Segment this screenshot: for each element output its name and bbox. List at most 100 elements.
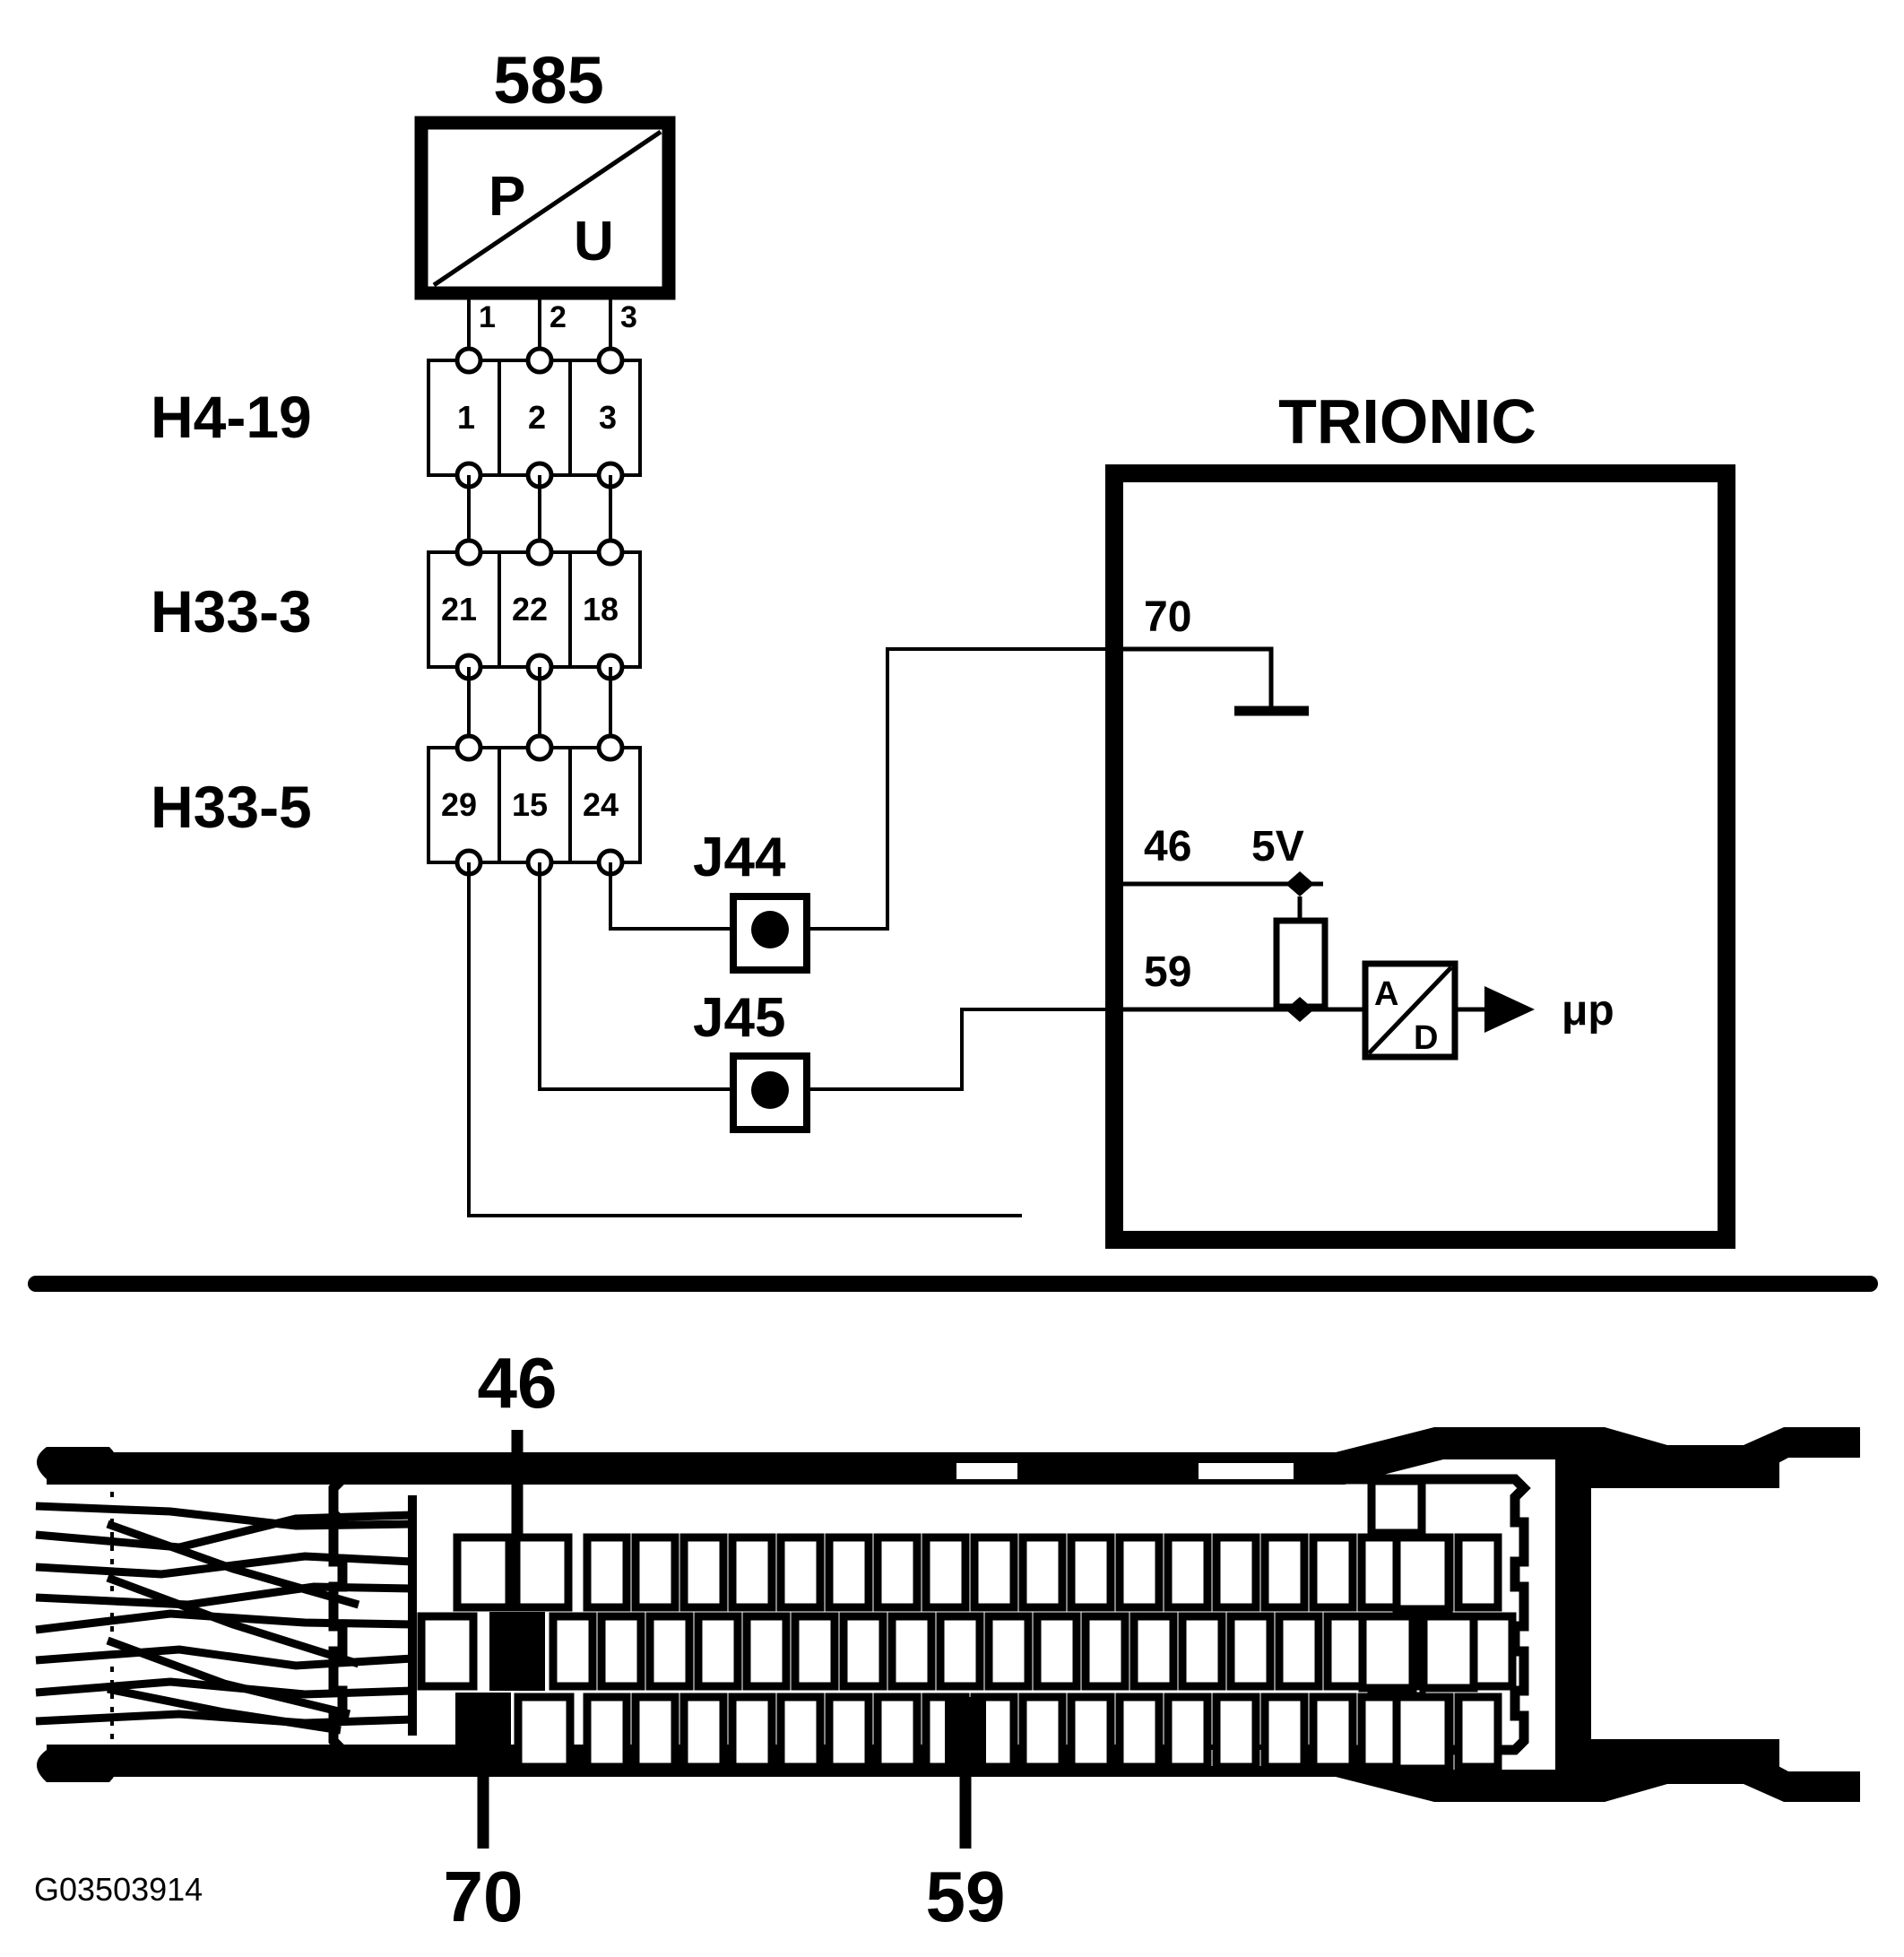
cavity-r0-c8[interactable] bbox=[970, 1533, 1018, 1612]
cavity-r2-c14[interactable] bbox=[1260, 1693, 1309, 1771]
connector-h33-5-pin-1: 29 bbox=[441, 786, 477, 823]
cavity-r1-c5[interactable] bbox=[791, 1612, 839, 1691]
cavity-r1-c6[interactable] bbox=[839, 1612, 887, 1691]
cavity-large-row0-b bbox=[512, 1533, 573, 1612]
cavity-r1-c13[interactable] bbox=[1178, 1612, 1226, 1691]
splice-j45-dot bbox=[751, 1071, 789, 1109]
cavity-r0-c10[interactable] bbox=[1067, 1533, 1115, 1612]
cavity-r2-c15[interactable] bbox=[1309, 1693, 1357, 1771]
cavity-r2-c13[interactable] bbox=[1212, 1693, 1260, 1771]
cavity-r0-c5[interactable] bbox=[825, 1533, 873, 1612]
cavity-r2-c9[interactable] bbox=[1018, 1693, 1067, 1771]
ecu-title: TRIONIC bbox=[1278, 386, 1536, 456]
connector-h33-5: H33-5 29 15 24 bbox=[151, 733, 642, 877]
connector-h4-19-terminal-top-3 bbox=[596, 346, 625, 375]
callout-label-46: 46 bbox=[478, 1343, 558, 1423]
cavity-r2-c1[interactable] bbox=[631, 1693, 679, 1771]
rail-notch-top-2 bbox=[953, 1459, 1021, 1483]
cavity-r1-c4[interactable] bbox=[742, 1612, 791, 1691]
connector-h33-3: H33-3 21 22 18 bbox=[151, 538, 642, 681]
cavity-r1-c2[interactable] bbox=[645, 1612, 694, 1691]
cavity-r2-c4[interactable] bbox=[776, 1693, 825, 1771]
cavity-r1-c3[interactable] bbox=[694, 1612, 742, 1691]
cavity-r1-c0[interactable] bbox=[549, 1612, 597, 1691]
cavity-r2-c11[interactable] bbox=[1115, 1693, 1164, 1771]
cavity-r2-c18[interactable] bbox=[1454, 1693, 1502, 1771]
cavity-r1-c14[interactable] bbox=[1226, 1612, 1275, 1691]
cavity-r2-c6[interactable] bbox=[873, 1693, 922, 1771]
cavity-r1-c8[interactable] bbox=[936, 1612, 984, 1691]
cavity-r1-c10[interactable] bbox=[1033, 1612, 1081, 1691]
splice-j45-label: J45 bbox=[693, 987, 785, 1049]
cavity-r1-c15[interactable] bbox=[1275, 1612, 1323, 1691]
cavity-r0-c11[interactable] bbox=[1115, 1533, 1164, 1612]
splice-j45-box bbox=[730, 1052, 810, 1133]
cavity-filled-pin-59[interactable] bbox=[945, 1697, 986, 1767]
cavity-r2-c10[interactable] bbox=[1067, 1693, 1115, 1771]
connector-h4-19-terminal-top-2 bbox=[525, 346, 554, 375]
cavity-r0-c13[interactable] bbox=[1212, 1533, 1260, 1612]
connector-h33-5-terminal-top-2 bbox=[525, 733, 554, 762]
cavity-r1-c7[interactable] bbox=[887, 1612, 936, 1691]
cavity-filled-pin-70[interactable] bbox=[455, 1693, 511, 1771]
connector-h33-3-body bbox=[427, 550, 642, 669]
splice-j44-label: J44 bbox=[693, 827, 786, 888]
adc-block: A D bbox=[1362, 960, 1458, 1061]
splice-j44-dot bbox=[751, 911, 789, 948]
cavity-r1-c9[interactable] bbox=[984, 1612, 1033, 1691]
connector-h33-5-terminal-top-3 bbox=[596, 733, 625, 762]
cavity-filled-pin-46[interactable] bbox=[489, 1612, 545, 1691]
cavity-r0-c15[interactable] bbox=[1309, 1533, 1357, 1612]
figure-id-code: G03503914 bbox=[34, 1871, 203, 1908]
sensor-pin-number-1: 1 bbox=[479, 300, 496, 334]
connector-h4-19: H4-19 1 2 3 bbox=[151, 346, 642, 489]
cavity-r2-c12[interactable] bbox=[1164, 1693, 1212, 1771]
cavity-r2-c5[interactable] bbox=[825, 1693, 873, 1771]
cable-cap-bottom bbox=[37, 1750, 117, 1782]
splice-j45: J45 bbox=[693, 987, 810, 1133]
connector-h33-3-terminal-top-1 bbox=[454, 538, 483, 567]
cavity-r0-c6[interactable] bbox=[873, 1533, 922, 1612]
cavity-large-right-row0 bbox=[1392, 1533, 1453, 1614]
cavity-r0-c0[interactable] bbox=[583, 1533, 631, 1612]
cavity-r0-c3[interactable] bbox=[728, 1533, 776, 1612]
adc-label-d: D bbox=[1414, 1019, 1438, 1057]
cavity-large-row1-a bbox=[417, 1612, 478, 1691]
cavity-r0-c12[interactable] bbox=[1164, 1533, 1212, 1612]
callout-label-59: 59 bbox=[926, 1857, 1006, 1936]
cavity-r1-c12[interactable] bbox=[1129, 1612, 1178, 1691]
cavity-r1-c1[interactable] bbox=[597, 1612, 645, 1691]
junction-dot-5v bbox=[1285, 871, 1314, 896]
callout-label-70: 70 bbox=[444, 1857, 524, 1936]
connector-h33-5-pin-2: 15 bbox=[512, 786, 548, 823]
microprocessor-label: μp bbox=[1562, 987, 1614, 1035]
cable-cap-top bbox=[37, 1447, 117, 1479]
cavity-r2-c3[interactable] bbox=[728, 1693, 776, 1771]
cavity-r0-c9[interactable] bbox=[1018, 1533, 1067, 1612]
ecu-body-box bbox=[1105, 464, 1735, 1249]
connector-h33-3-pin-2: 22 bbox=[512, 591, 548, 628]
cavity-r1-c11[interactable] bbox=[1081, 1612, 1129, 1691]
cavity-r0-c7[interactable] bbox=[922, 1533, 970, 1612]
rail-notch-top-1 bbox=[1195, 1459, 1297, 1483]
key-slot-top bbox=[1367, 1476, 1426, 1537]
connector-h4-19-pin-3: 3 bbox=[599, 399, 617, 436]
ecu-supply-voltage-label: 5V bbox=[1251, 823, 1304, 870]
cavity-r0-c18[interactable] bbox=[1454, 1533, 1502, 1612]
sensor-diagonal-divider bbox=[432, 129, 662, 288]
adc-label-a: A bbox=[1374, 975, 1398, 1013]
cavity-r2-c2[interactable] bbox=[679, 1693, 728, 1771]
cavity-r0-c4[interactable] bbox=[776, 1533, 825, 1612]
cavity-large-right-row1-b bbox=[1419, 1612, 1478, 1693]
cavity-r1-c19[interactable] bbox=[1468, 1612, 1517, 1691]
cavity-r2-c0[interactable] bbox=[583, 1693, 631, 1771]
cavity-r0-c2[interactable] bbox=[679, 1533, 728, 1612]
sensor-pin-number-3: 3 bbox=[620, 300, 637, 334]
cavity-r0-c14[interactable] bbox=[1260, 1533, 1309, 1612]
sensor-label-u: U bbox=[574, 211, 614, 273]
ecu-pin-59-label: 59 bbox=[1144, 948, 1191, 996]
cavity-r0-c1[interactable] bbox=[631, 1533, 679, 1612]
connector-h4-19-pin-2: 2 bbox=[528, 399, 546, 436]
connector-h33-5-pin-3: 24 bbox=[583, 786, 619, 823]
connector-h33-3-terminal-top-2 bbox=[525, 538, 554, 567]
